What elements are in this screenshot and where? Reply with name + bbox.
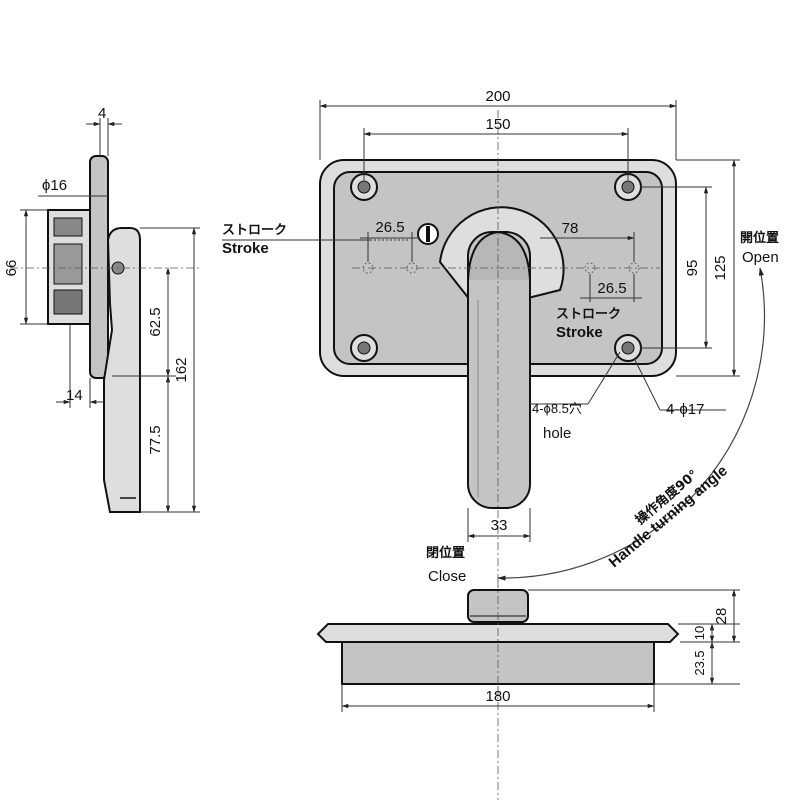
dim-180: 180 [485, 688, 510, 705]
dim-10: 10 [692, 626, 707, 640]
dim-125: 125 [712, 255, 729, 280]
side-view [10, 155, 200, 513]
dim-200: 200 [485, 88, 510, 105]
dim-28: 28 [713, 608, 730, 625]
dim-62-5: 62.5 [147, 307, 164, 336]
close-label-jp: 閉位置 [426, 545, 465, 561]
dim-66: 66 [3, 260, 20, 277]
hole-label: hole [543, 425, 571, 442]
keyhole [417, 223, 439, 245]
open-label: Open [742, 249, 779, 266]
stroke-label-en-left: Stroke [222, 240, 269, 257]
bottom-dimensions: 180 28 10 23.5 [341, 589, 740, 712]
dim-26-5-right: 26.5 [597, 280, 626, 297]
mounting-boss [350, 334, 378, 362]
dim-78: 78 [562, 220, 579, 237]
dim-23-5: 23.5 [692, 650, 707, 675]
dim-77-5: 77.5 [147, 425, 164, 454]
side-plate [89, 155, 109, 379]
dim-33: 33 [491, 517, 508, 534]
bottom-view [316, 580, 680, 696]
stroke-label-en-right: Stroke [556, 324, 603, 341]
side-handle [103, 227, 141, 513]
dim-26-5-left: 26.5 [375, 219, 404, 236]
handle [467, 230, 531, 509]
dim-14: 14 [66, 387, 83, 404]
open-label-jp: 開位置 [740, 230, 779, 246]
dim-4: 4 [98, 105, 106, 122]
dim-162: 162 [173, 357, 190, 382]
bottom-knob [467, 589, 529, 623]
dim-95: 95 [684, 260, 701, 277]
mounting-boss [614, 334, 642, 362]
dim-150: 150 [485, 116, 510, 133]
stroke-label-jp-left: ストローク [222, 223, 287, 238]
boss-dia-label: 4-ϕ17 [666, 401, 704, 418]
mounting-boss [614, 173, 642, 201]
close-label: Close [428, 568, 466, 585]
stroke-label-jp-right: ストローク [556, 307, 621, 322]
dim-dia-16: ϕ16 [42, 177, 67, 194]
angle-label: Handle turning angle [606, 462, 731, 571]
hole-dia-label: 4-ϕ8.5穴 [532, 401, 582, 416]
side-dimensions: 4 ϕ16 66 62.5 77.5 162 14 [3, 105, 200, 513]
